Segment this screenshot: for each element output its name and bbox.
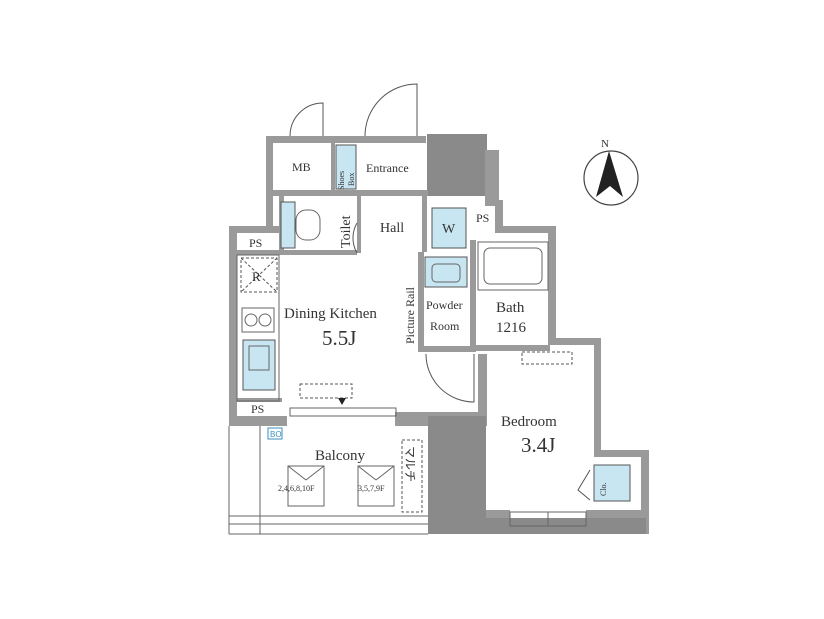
refrigerator-space bbox=[240, 257, 278, 293]
bath-label: Bath bbox=[496, 300, 525, 316]
fixtures bbox=[240, 144, 631, 527]
unit-floors-b-label: 3,5,7,9F bbox=[358, 484, 385, 493]
ps-top-label: PS bbox=[476, 211, 489, 225]
ceiling-fixture-dk bbox=[299, 383, 353, 399]
multi-hook-box bbox=[401, 439, 423, 513]
dk-window bbox=[289, 407, 397, 417]
structural-column bbox=[427, 134, 487, 196]
bedroom-label: Bedroom bbox=[501, 414, 557, 430]
shoes-box-label-2: Box bbox=[347, 173, 356, 186]
balcony-area bbox=[228, 426, 428, 535]
toilet-label: Toilet bbox=[339, 215, 354, 248]
powder-room-label-1: Powder bbox=[426, 298, 463, 312]
mb-label: MB bbox=[292, 160, 311, 174]
aircon-marker bbox=[338, 398, 346, 405]
powder-room-label-2: Room bbox=[430, 319, 460, 333]
evac-hatch-b bbox=[357, 465, 395, 507]
room-labels: MB Shoes Box Entrance Toilet Hall W PS P… bbox=[249, 160, 608, 496]
ps-left-label: PS bbox=[249, 236, 262, 250]
toilet-bowl bbox=[295, 209, 321, 241]
bath-size-label: 1216 bbox=[496, 320, 527, 336]
shoes-box-label-1: Shoes bbox=[337, 171, 346, 190]
compass-ring bbox=[583, 150, 639, 206]
hall-label: Hall bbox=[380, 221, 404, 236]
bo-badge-label: BO bbox=[270, 430, 282, 439]
entrance-label: Entrance bbox=[366, 161, 409, 175]
closet-space bbox=[593, 464, 631, 502]
evac-hatch-a bbox=[287, 465, 325, 507]
washer-label: W bbox=[442, 222, 456, 237]
refrigerator-label: R bbox=[252, 269, 261, 284]
doors bbox=[289, 83, 591, 501]
picture-rail-label: Picture Rail bbox=[403, 286, 417, 344]
multi-hook-label: マルチ bbox=[403, 446, 417, 482]
bathtub-outline bbox=[477, 241, 549, 291]
bo-badge bbox=[267, 427, 283, 440]
ceiling-fixture-bed bbox=[521, 351, 573, 365]
stove bbox=[241, 307, 275, 333]
closet-label: Clo. bbox=[599, 482, 608, 496]
compass-north-label: N bbox=[601, 138, 609, 150]
interior-walls bbox=[236, 143, 550, 402]
ps-bottom-label: PS bbox=[251, 402, 264, 416]
north-arrow-icon bbox=[596, 151, 623, 197]
shoes-box bbox=[335, 144, 357, 190]
compass: N bbox=[583, 138, 639, 206]
toilet-tank bbox=[280, 201, 296, 249]
bedroom-size: 3.4J bbox=[521, 433, 555, 457]
kitchen-sink bbox=[242, 339, 276, 391]
washer-space bbox=[431, 207, 467, 249]
dining-kitchen-size: 5.5J bbox=[322, 326, 356, 350]
unit-floors-a-label: 2,4,6,8,10F bbox=[278, 484, 315, 493]
dining-kitchen-label: Dining Kitchen bbox=[284, 306, 377, 322]
outer-walls bbox=[229, 134, 649, 534]
balcony-label: Balcony bbox=[315, 448, 365, 464]
